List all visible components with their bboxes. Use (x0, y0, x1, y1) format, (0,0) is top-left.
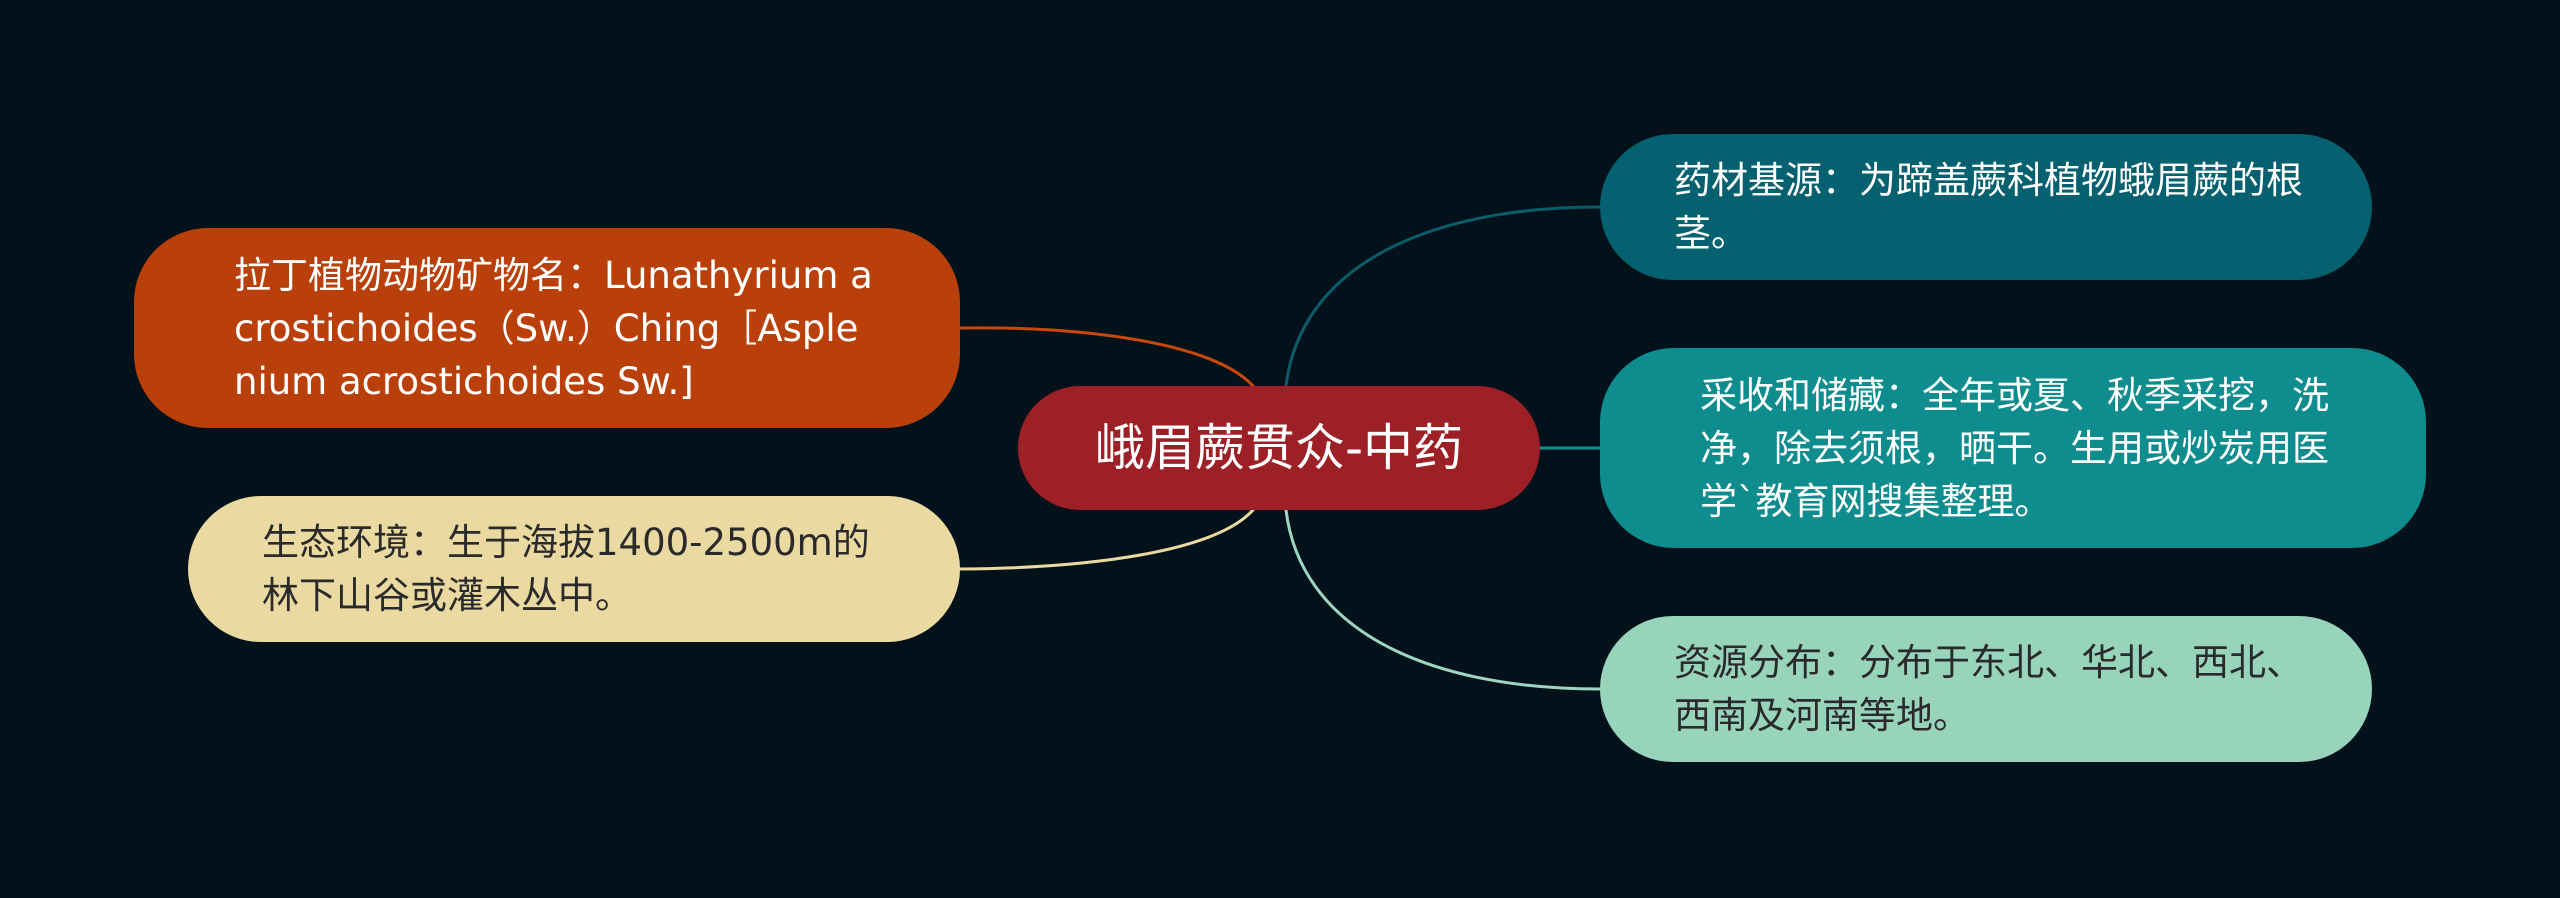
branch-source-text: 药材基源：为蹄盖蕨科植物蛾眉蕨的根茎。 (1674, 159, 2303, 255)
branch-source-node[interactable]: 药材基源：为蹄盖蕨科植物蛾眉蕨的根茎。 (1600, 134, 2372, 280)
branch-habitat-node[interactable]: 生态环境：生于海拔1400-2500m的林下山谷或灌木丛中。 (188, 496, 960, 642)
connector-habitat (958, 508, 1255, 571)
branch-distribution-text: 资源分布：分布于东北、华北、西北、西南及河南等地。 (1674, 641, 2303, 737)
connector-source (1284, 205, 1602, 388)
branch-latin-name-text: 拉丁植物动物矿物名：Lunathyrium acrostichoides（Sw.… (234, 253, 873, 403)
connector-distribution (1284, 508, 1602, 691)
branch-harvest-text: 采收和储藏：全年或夏、秋季采挖，洗净，除去须根，晒干。生用或炒炭用医学`教育网搜… (1700, 373, 2329, 523)
branch-habitat-text: 生态环境：生于海拔1400-2500m的林下山谷或灌木丛中。 (262, 521, 870, 617)
center-topic-label: 峨眉蕨贯众-中药 (1094, 419, 1464, 477)
branch-latin-name-node[interactable]: 拉丁植物动物矿物名：Lunathyrium acrostichoides（Sw.… (134, 228, 960, 428)
connector-latin (958, 326, 1255, 388)
branch-distribution-node[interactable]: 资源分布：分布于东北、华北、西北、西南及河南等地。 (1600, 616, 2372, 762)
center-topic-node[interactable]: 峨眉蕨贯众-中药 (1018, 386, 1540, 510)
branch-harvest-node[interactable]: 采收和储藏：全年或夏、秋季采挖，洗净，除去须根，晒干。生用或炒炭用医学`教育网搜… (1600, 348, 2426, 548)
